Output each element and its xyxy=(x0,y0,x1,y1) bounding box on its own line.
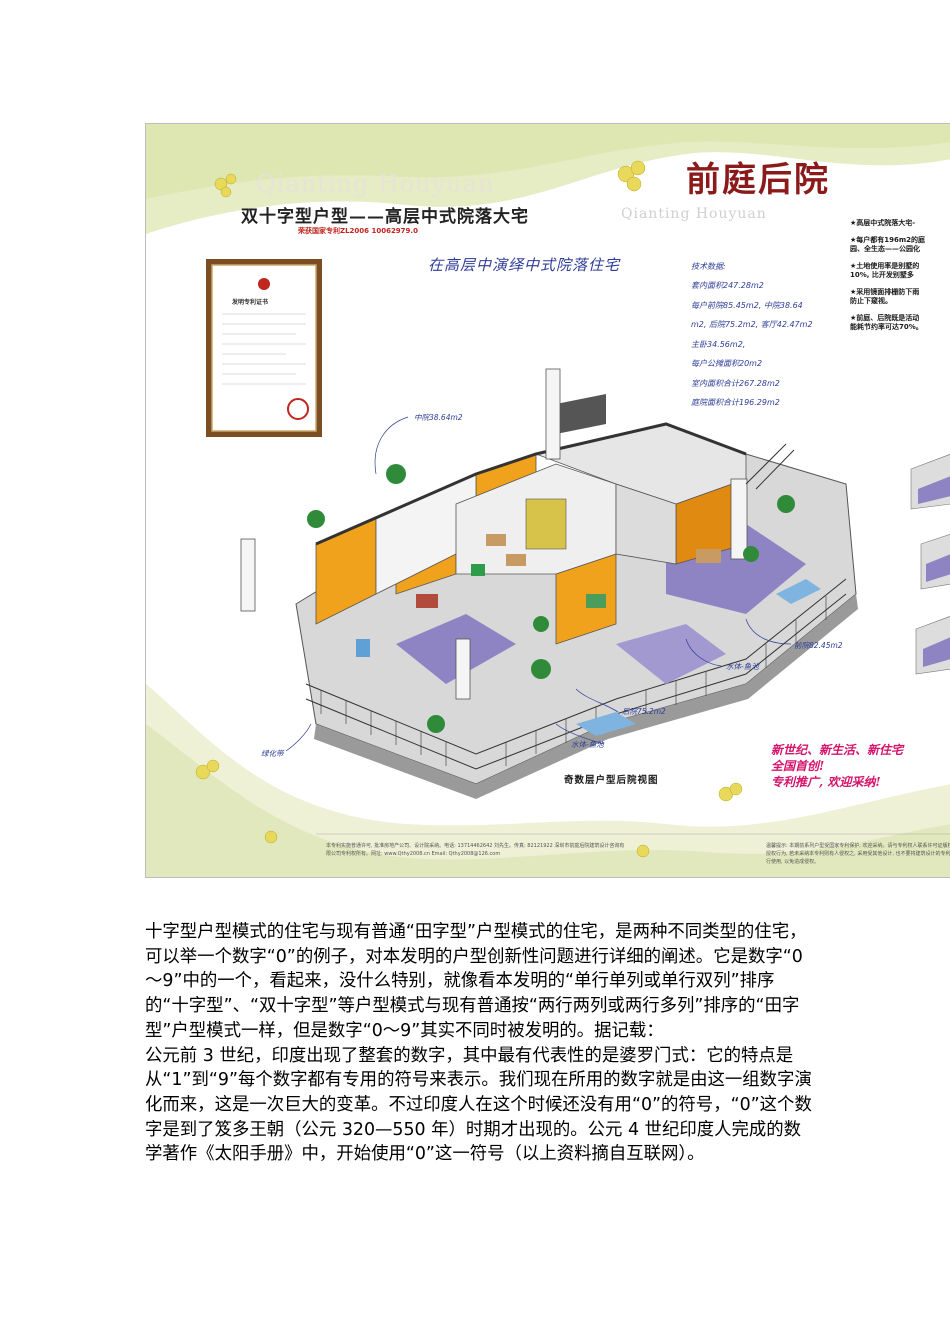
brand-watermark-en: Qianting Houyuan xyxy=(256,170,495,198)
callout-green-belt: 绿化带 xyxy=(261,749,284,758)
spec-item: 庭院面积合计196.29m2 xyxy=(691,398,780,407)
feature-item: ★采用镜面排栅防下雨 防止下窥视。 xyxy=(850,288,920,305)
callout-middle-yard: 中院38.64m2 xyxy=(414,413,463,422)
brand-watermark-en-small: Qianting Houyuan xyxy=(621,206,767,222)
article-paragraph: 十字型户型模式的住宅与现有普通“田字型”户型模式的住宅，是两种不同类型的住宅，可… xyxy=(145,922,807,1041)
spec-list: 套内面积247.28m2 每户前院85.45m2, 中院38.64 m2, 后院… xyxy=(691,276,836,413)
spec-item: 每户前院85.45m2, 中院38.64 xyxy=(691,300,803,310)
feature-item: ★前庭、后院既是活动 能耗节约率可达70%。 xyxy=(850,314,923,331)
poster-footer-left: 本专利实施普通许可, 批准房地产公司、设计院采纳。电话: 13714462642… xyxy=(326,843,625,857)
poster-subtitle: 在高层中演绎中式院落住宅 xyxy=(428,256,621,274)
article-body: 十字型户型模式的住宅与现有普通“田字型”户型模式的住宅，是两种不同类型的住宅，可… xyxy=(145,920,815,1167)
slogan-line: 全国首创! xyxy=(771,759,825,773)
spec-item: 主卧34.56m2, xyxy=(691,339,746,349)
flower-decoration-icon xyxy=(195,160,743,858)
spec-item: m2, 后院75.2m2, 客厅42.47m2 xyxy=(691,320,813,329)
callout-front-yard: 前院82.45m2 xyxy=(794,641,843,650)
poster-footer-right: 温馨提示: 本期前系列户型受国家专利保护, 欢迎采纳。请与专利权人联系许可证版权… xyxy=(766,843,950,865)
spec-heading: 技术数据: xyxy=(691,262,726,271)
slogan: 新世纪、新生活、新住宅 全国首创! 专利推广, 欢迎采纳! xyxy=(771,742,903,790)
patent-number: 荣获国家专利ZL2006 10062979.0 xyxy=(298,227,418,235)
callout-back-yard: 后院75.2m2 xyxy=(622,707,666,716)
brand-title-cn: 前庭后院 xyxy=(686,160,830,200)
feature-list: ★高层中式院落大宅- ★每户都有196m2的庭 园、全生态——公园化 ★土地使用… xyxy=(850,219,950,340)
certificate-title: 发明专利证书 xyxy=(232,299,269,306)
article-paragraph: 公元前 3 世纪，印度出现了整套的数字，其中最有代表性的是婆罗门式：它的特点是从… xyxy=(145,1045,812,1165)
poster-main-title: 双十字型户型——高层中式院落大宅 xyxy=(241,207,529,227)
feature-item: ★土地使用率是别墅的 10%, 比开发别墅多 xyxy=(850,262,920,279)
poster-illustration xyxy=(146,124,950,877)
plant-decoration-icon xyxy=(307,464,795,733)
feature-item: ★每户都有196m2的庭 园、全生态——公园化 xyxy=(850,236,926,253)
callout-water-pool-bottom: 水体-鱼池 xyxy=(571,740,604,749)
slogan-line: 专利推广, 欢迎采纳! xyxy=(771,775,881,789)
slogan-line: 新世纪、新生活、新住宅 xyxy=(771,743,904,757)
floor-plan-poster: Qianting Houyuan Qianting Houyuan 前庭后院 双… xyxy=(145,123,950,878)
feature-item: ★高层中式院落大宅- xyxy=(850,219,916,227)
spec-item: 室内面积合计267.28m2 xyxy=(691,378,780,388)
callout-water-pool-right: 水体-鱼池 xyxy=(726,662,759,671)
spec-item: 每户公摊面积20m2 xyxy=(691,359,763,368)
spec-item: 套内面积247.28m2 xyxy=(691,281,764,290)
view-caption: 奇数层户型后院视图 xyxy=(564,775,659,786)
